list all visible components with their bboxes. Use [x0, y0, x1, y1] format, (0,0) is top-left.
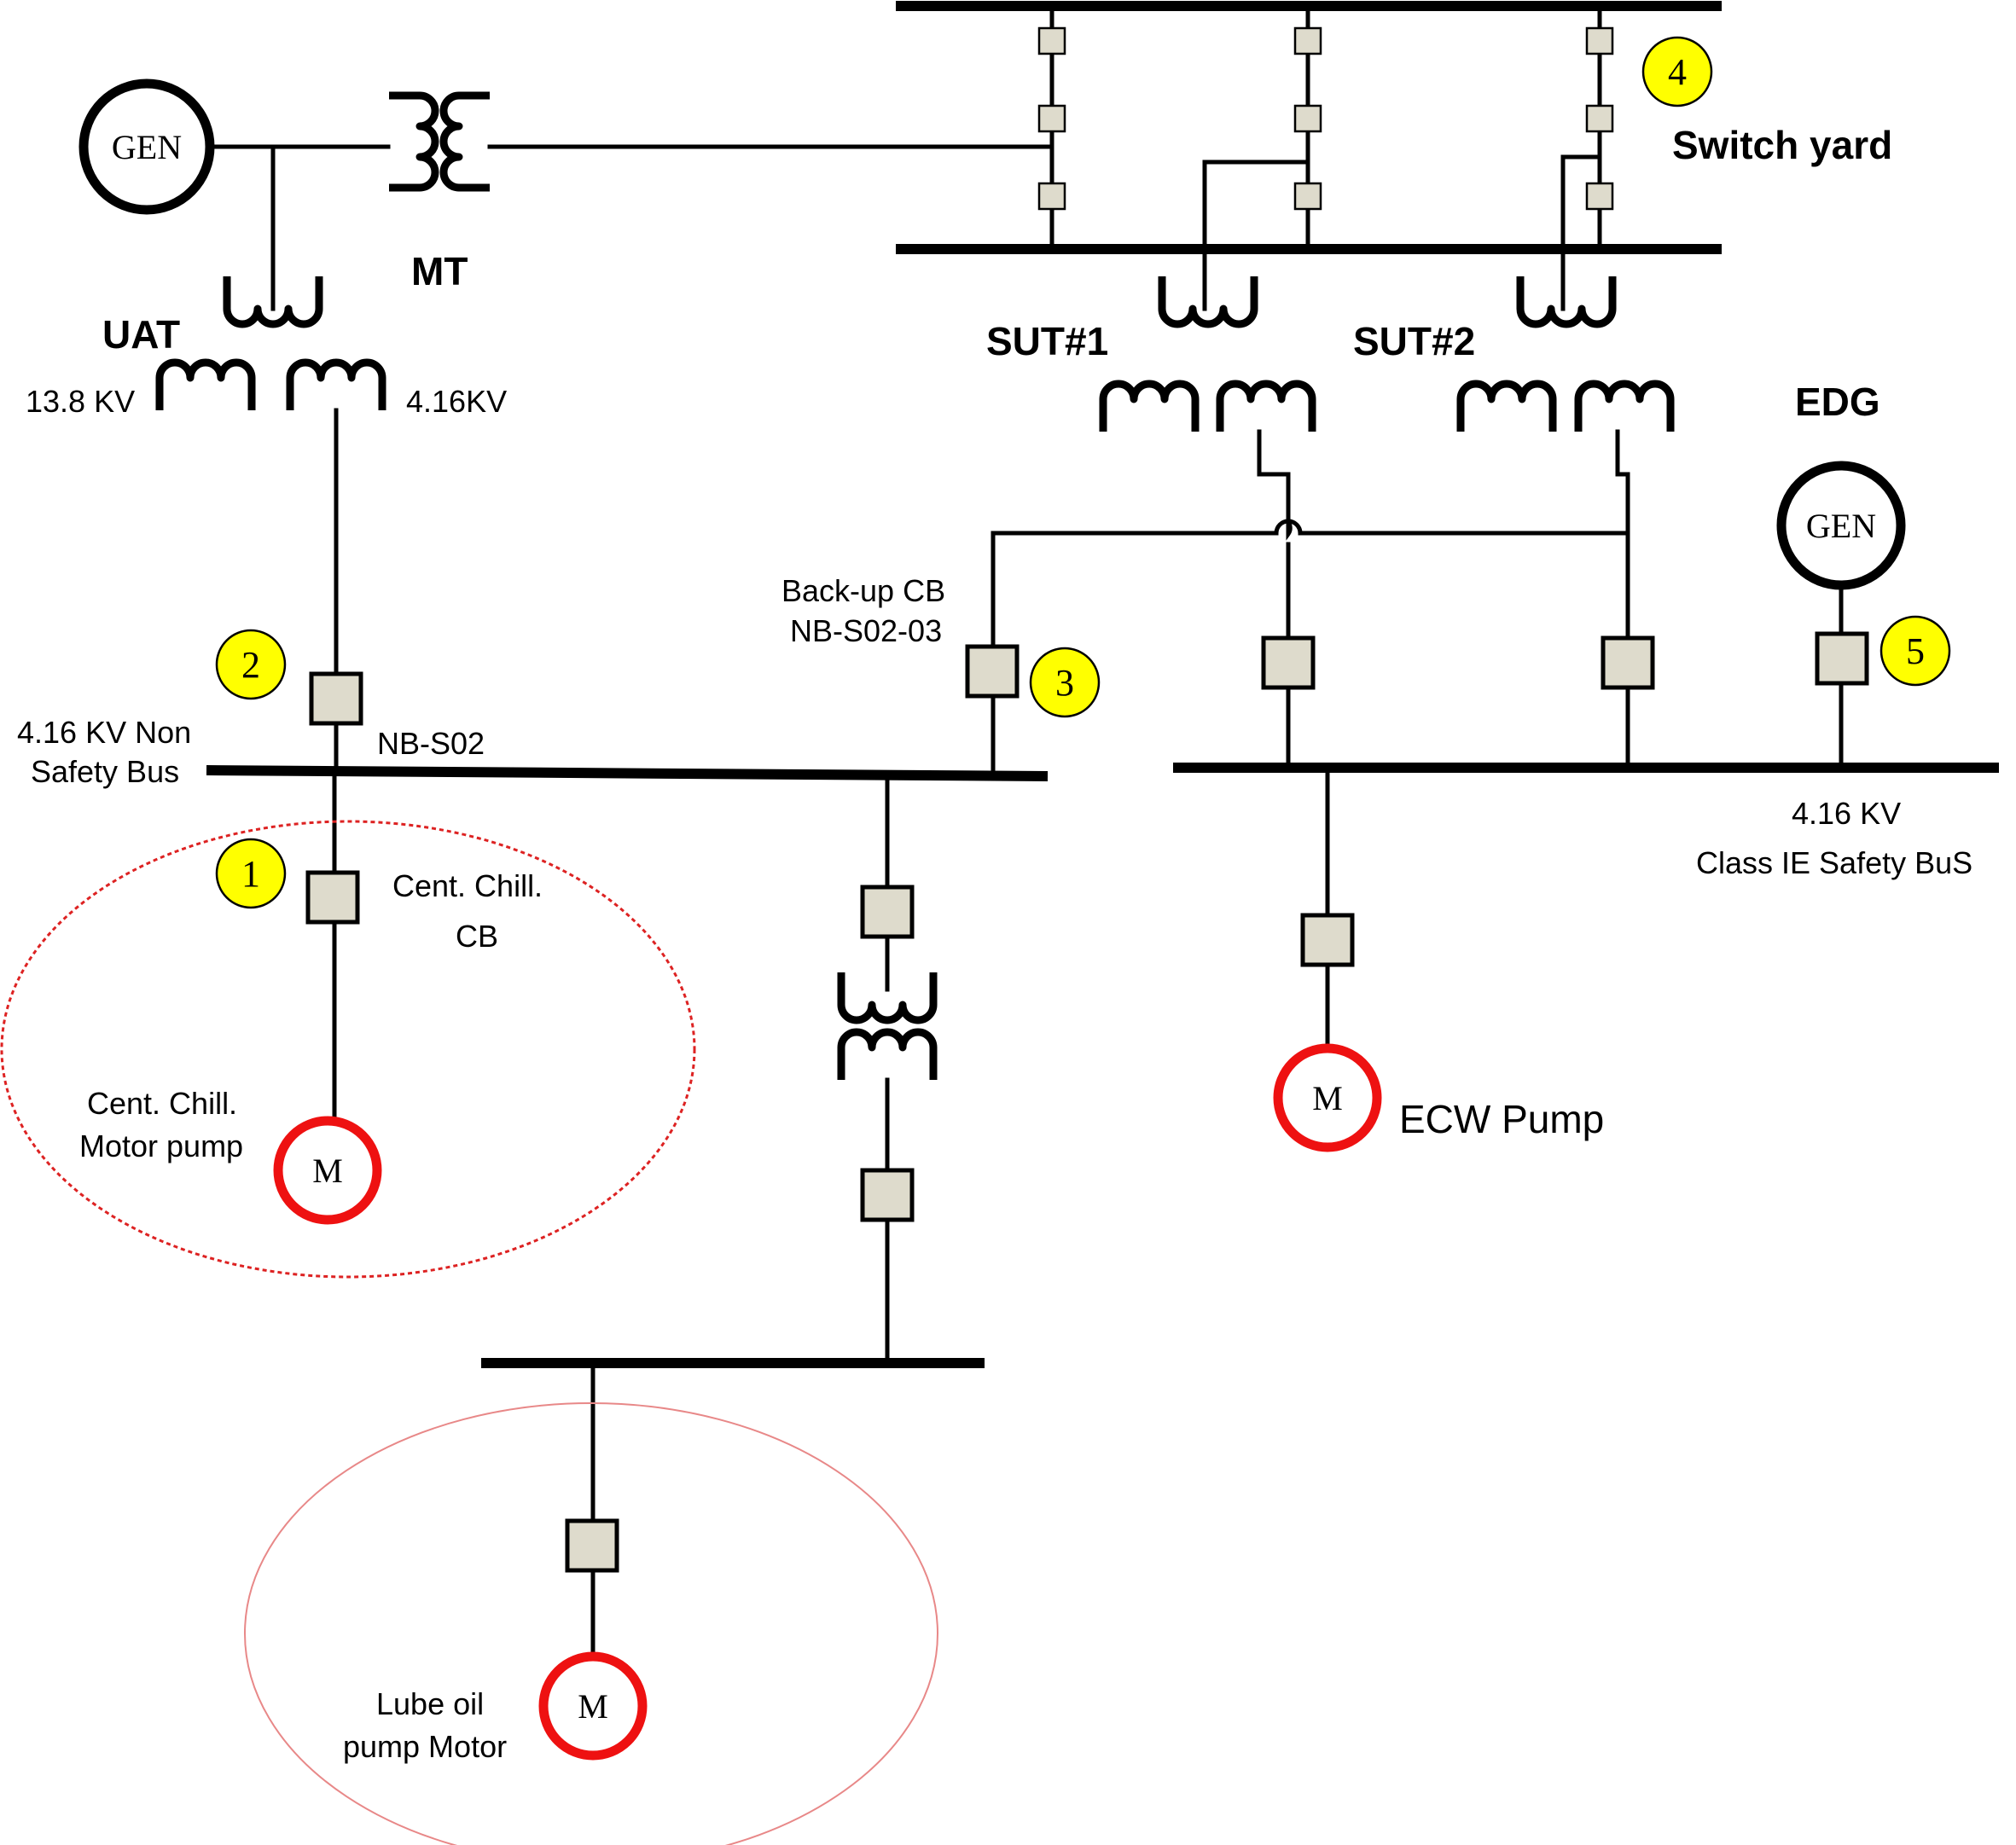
- lube-oil-breaker: [565, 1518, 619, 1573]
- switch-yard-label: Switch yard: [1672, 123, 1892, 167]
- ecw-pump-motor-icon: [1273, 1043, 1382, 1152]
- sut2-label: SUT#2: [1353, 319, 1475, 363]
- nonsafety-bus-label-line1: 4.16 KV Non: [17, 715, 191, 750]
- uat-incomer-breaker: [309, 671, 363, 726]
- non-safety-bus-group: 4.16 KV Non Safety Bus NB-S02 Back-up CB…: [0, 573, 1049, 1366]
- switchyard-breaker: [1293, 26, 1322, 55]
- main-generator-group: GEN MT UAT 13.8 KV 4.16KV: [26, 78, 1054, 676]
- badge-1-text: 1: [241, 853, 260, 895]
- switchyard-breaker: [1037, 182, 1066, 211]
- cent-chill-highlight-ellipse: [0, 820, 696, 1279]
- sut1-group: SUT#1: [986, 276, 1312, 432]
- lube-oil-motor-icon: [538, 1651, 648, 1761]
- ecw-pump-breaker: [1300, 913, 1355, 967]
- badge-4: 4: [1641, 36, 1713, 107]
- main-transformer-icon: [389, 91, 490, 192]
- ecw-pump-motor-symbol: M: [1312, 1079, 1343, 1117]
- edg-breaker: [1815, 631, 1869, 686]
- lube-oil-highlight-ellipse: [244, 1402, 938, 1845]
- sut2-group: SUT#2: [1353, 276, 1670, 432]
- switchyard-breaker: [1037, 26, 1066, 55]
- safety-bus-group: 4.16 KV Class IE Safety BuS M ECW Pump: [1173, 763, 1999, 1152]
- sut1-incomer-breaker: [1261, 635, 1316, 690]
- switch-yard: [896, 1, 1722, 311]
- cent-chill-motor-label-line2: Motor pump: [79, 1128, 243, 1163]
- sut1-label: SUT#1: [986, 319, 1108, 363]
- badge-2-text: 2: [241, 644, 260, 686]
- badge-2: 2: [215, 629, 287, 700]
- switchyard-breaker: [1293, 182, 1322, 211]
- lube-oil-motor-symbol: M: [578, 1687, 608, 1726]
- edg-generator-label: GEN: [1806, 507, 1876, 545]
- uat-primary-voltage: 13.8 KV: [26, 384, 135, 419]
- cent-chill-cb-label-line1: Cent. Chill.: [392, 868, 543, 903]
- sut1-transformer-icon: [1103, 276, 1312, 432]
- backup-cb-label-line1: Back-up CB: [781, 573, 945, 608]
- lube-oil-motor-label-line1: Lube oil: [376, 1686, 484, 1721]
- safety-bus-label-line1: 4.16 KV: [1792, 796, 1901, 831]
- uat-secondary-voltage: 4.16KV: [406, 384, 507, 419]
- lube-oil-motor-label-line2: pump Motor: [343, 1729, 507, 1764]
- lv-transformer-lv-breaker: [860, 1168, 915, 1222]
- mt-label: MT: [411, 249, 468, 293]
- cent-chill-cb-label-line2: CB: [456, 919, 498, 954]
- uat-label: UAT: [102, 312, 180, 357]
- sut2-incomer-breaker: [1601, 635, 1655, 690]
- switchyard-breaker: [1585, 26, 1614, 55]
- main-generator-label: GEN: [112, 128, 182, 166]
- cent-chill-breaker: [305, 870, 360, 925]
- lube-oil-bus-group: M Lube oil pump Motor: [244, 1358, 985, 1845]
- cent-chill-motor-label-line1: Cent. Chill.: [87, 1086, 237, 1121]
- nb-s02-label: NB-S02: [377, 726, 485, 761]
- backup-cb-label-line2: NB-S02-03: [790, 613, 942, 648]
- cent-chill-motor-icon: [273, 1116, 382, 1225]
- switchyard-breaker: [1037, 104, 1066, 133]
- edg-label: EDG: [1795, 380, 1880, 424]
- lv-transformer-hv-breaker: [860, 885, 915, 939]
- ecw-pump-label: ECW Pump: [1399, 1097, 1604, 1141]
- switchyard-breaker: [1585, 182, 1614, 211]
- switchyard-breaker: [1585, 104, 1614, 133]
- nonsafety-bus-label-line2: Safety Bus: [31, 754, 179, 789]
- edg-group: EDG GEN: [1776, 380, 1906, 770]
- badge-3-text: 3: [1055, 662, 1074, 704]
- badge-5-text: 5: [1906, 630, 1925, 672]
- non-safety-bus: [206, 765, 1049, 781]
- switchyard-breaker: [1293, 104, 1322, 133]
- badge-4-text: 4: [1668, 51, 1687, 93]
- safety-bus-label-line2: Class IE Safety BuS: [1696, 845, 1972, 880]
- sut2-transformer-icon: [1461, 276, 1670, 432]
- badge-1: 1: [215, 838, 287, 909]
- badge-5: 5: [1879, 615, 1951, 687]
- backup-breaker: [965, 644, 1020, 699]
- badge-3: 3: [1029, 647, 1101, 718]
- cent-chill-motor-symbol: M: [312, 1152, 343, 1190]
